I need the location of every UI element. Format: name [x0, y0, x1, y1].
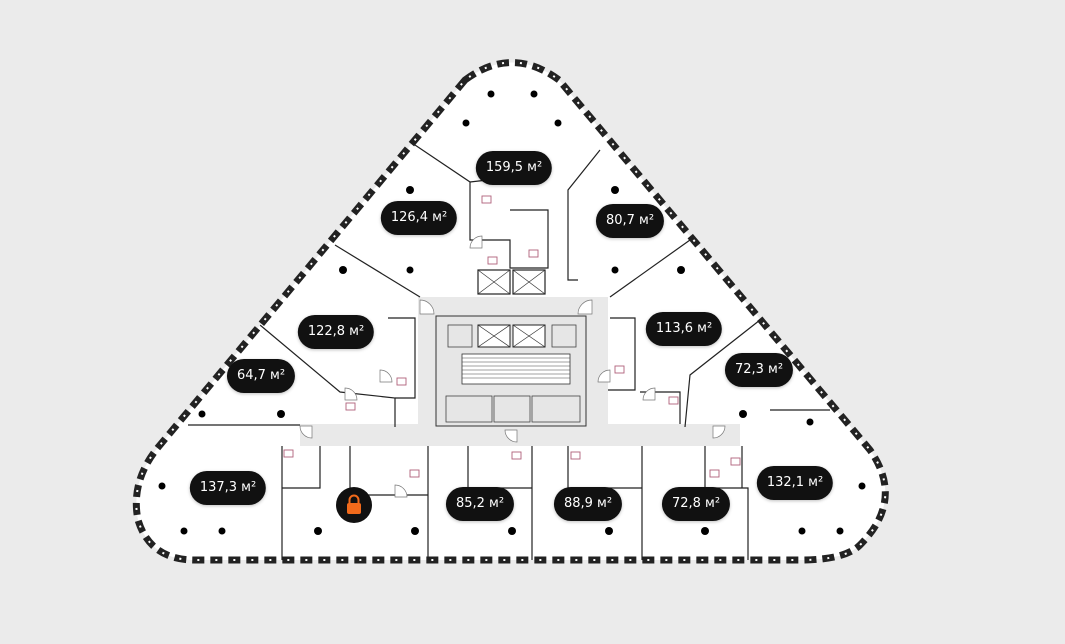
unit-area-badge-u4[interactable]: 122,8 м²	[297, 315, 375, 349]
stairs	[461, 353, 571, 385]
restrooms	[445, 324, 581, 423]
unit-area-badge-u5[interactable]: 113,6 м²	[645, 312, 723, 346]
unit-area-badge-u2[interactable]: 126,4 м²	[380, 201, 458, 235]
unit-area-badge-u7[interactable]: 72,3 м²	[724, 353, 794, 387]
structural-columns	[158, 90, 866, 535]
elevators	[477, 269, 546, 348]
partition-walls	[188, 144, 830, 560]
unit-area-badge-u12[interactable]: 132,1 м²	[756, 466, 834, 500]
fixture-icons	[283, 195, 741, 478]
unit-area-badge-u11[interactable]: 72,8 м²	[661, 487, 731, 521]
lock-icon	[347, 494, 361, 514]
unit-area-badge-u10[interactable]: 88,9 м²	[553, 487, 623, 521]
unit-area-badge-u1[interactable]: 159,5 м²	[475, 151, 553, 185]
corridor	[300, 424, 740, 446]
reserved-unit-badge[interactable]	[336, 487, 372, 523]
unit-area-badge-u6[interactable]: 64,7 м²	[226, 359, 296, 393]
unit-area-badge-u8[interactable]: 137,3 м²	[189, 471, 267, 505]
unit-area-badge-u9[interactable]: 85,2 м²	[445, 487, 515, 521]
unit-area-badge-u3[interactable]: 80,7 м²	[595, 204, 665, 238]
doors	[299, 235, 726, 498]
